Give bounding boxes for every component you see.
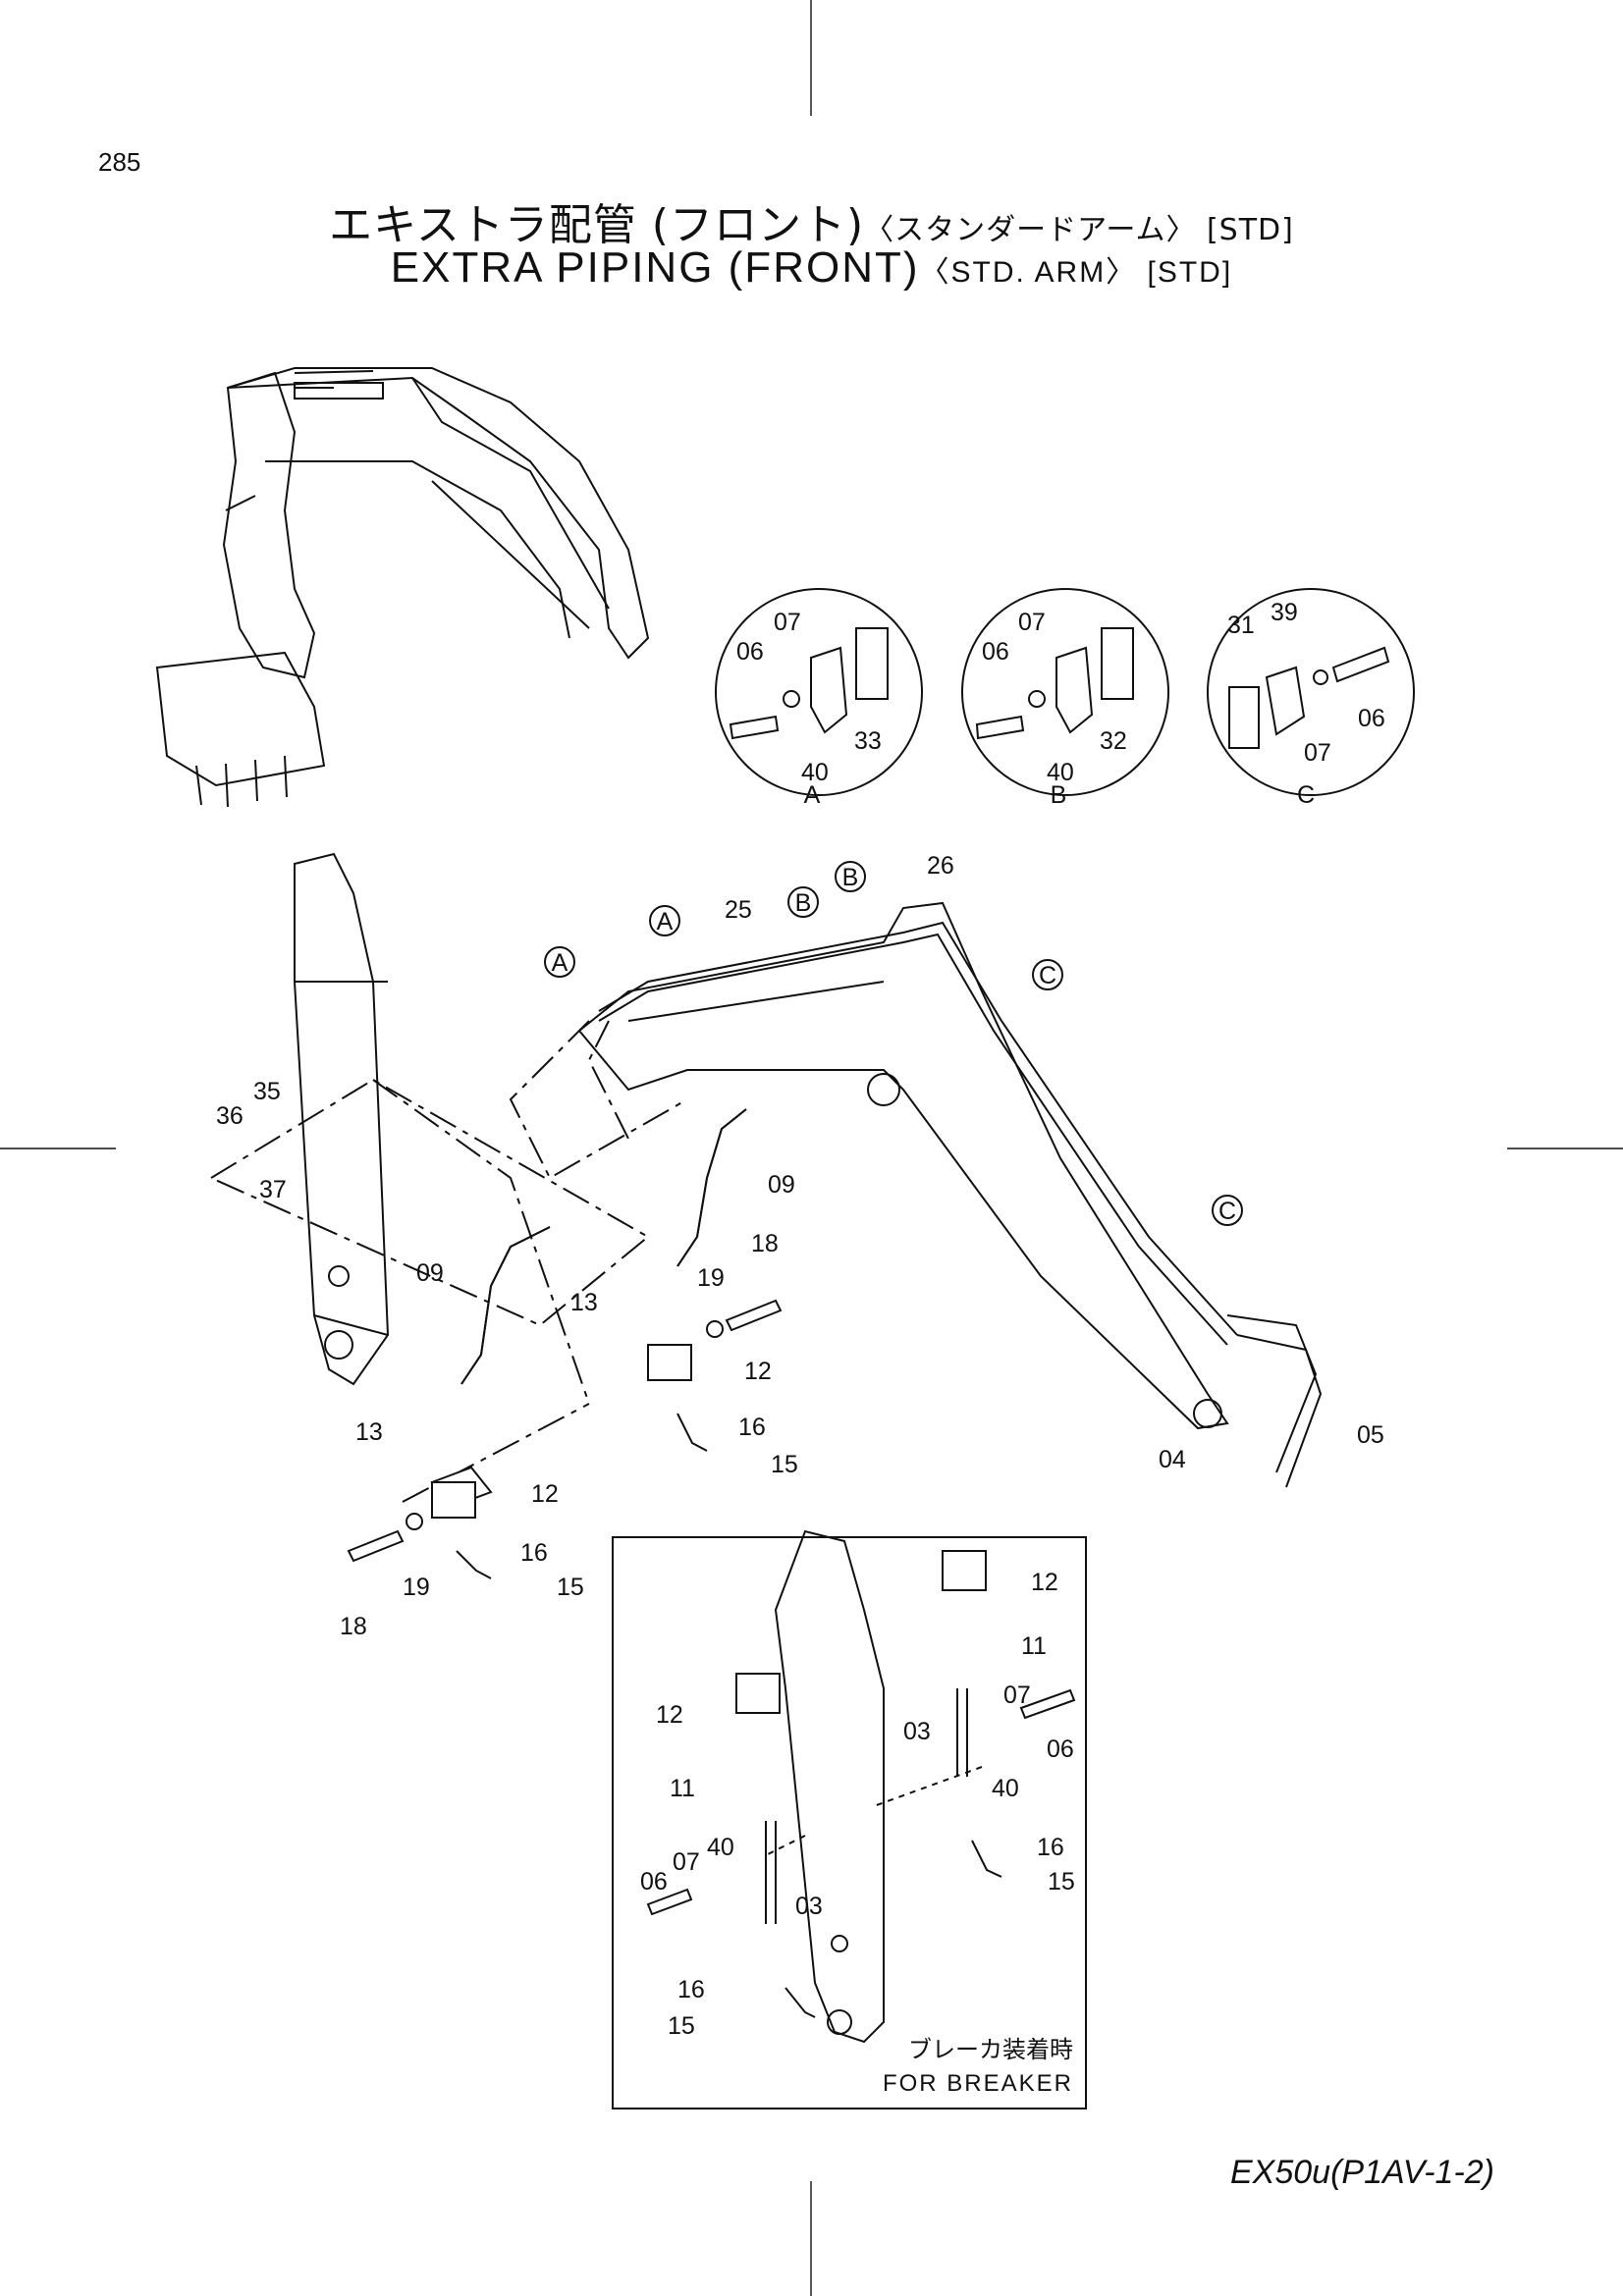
- svg-text:16: 16: [1037, 1834, 1064, 1861]
- title-en-sub: 〈STD. ARM〉 [STD]: [919, 256, 1233, 289]
- callout-b-2: B: [835, 861, 866, 892]
- breaker-part-labels: 12 12 11 11 03 03 07 06 40 16 15 07 40 0…: [640, 1569, 1075, 2040]
- boom-left: [294, 852, 390, 1386]
- svg-text:03: 03: [795, 1893, 823, 1920]
- callout-a-2: A: [649, 905, 680, 936]
- label-15a: 15: [771, 1451, 798, 1478]
- svg-text:11: 11: [1021, 1632, 1047, 1660]
- svg-text:15: 15: [1048, 1868, 1075, 1896]
- label-35: 35: [253, 1078, 281, 1105]
- label-16b: 16: [520, 1539, 548, 1567]
- svg-text:06: 06: [982, 638, 1009, 666]
- label-15b: 15: [557, 1574, 584, 1601]
- label-09a: 09: [416, 1259, 444, 1287]
- svg-text:06: 06: [1047, 1735, 1074, 1763]
- callout-c-1: C: [1032, 959, 1063, 990]
- svg-text:A: A: [552, 949, 568, 977]
- svg-text:40: 40: [992, 1775, 1019, 1802]
- svg-text:B: B: [795, 889, 812, 917]
- svg-text:07: 07: [1304, 739, 1331, 767]
- title-english: EXTRA PIPING (FRONT)〈STD. ARM〉 [STD]: [0, 243, 1623, 293]
- callout-a-1: A: [544, 946, 575, 978]
- excavator-front-overview: [155, 367, 650, 808]
- callout-c-2: C: [1212, 1195, 1243, 1226]
- breaker-inset-frame: ブレーカ装着時 FOR BREAKER: [612, 1536, 1087, 2109]
- detail-view-b: [961, 588, 1169, 796]
- label-18a: 18: [751, 1230, 779, 1257]
- detail-a-letter: A: [804, 781, 821, 809]
- detail-view-c: [1207, 588, 1415, 796]
- label-13b: 13: [355, 1418, 383, 1446]
- hose-09-left: [460, 1226, 551, 1385]
- breaker-label-en: FOR BREAKER: [882, 2070, 1073, 2097]
- svg-text:A: A: [657, 908, 674, 935]
- fittings-group-left: [347, 1466, 493, 1579]
- page-number: 285: [98, 147, 141, 177]
- fittings-group-right: [647, 1299, 783, 1452]
- label-05: 05: [1357, 1421, 1384, 1449]
- label-36: 36: [216, 1102, 243, 1130]
- label-37: 37: [259, 1176, 287, 1203]
- svg-text:40: 40: [1047, 759, 1074, 786]
- title-japanese: エキストラ配管 (フロント)〈スタンダードアーム〉 [STD]: [0, 189, 1623, 252]
- svg-text:15: 15: [668, 2012, 695, 2040]
- label-16a: 16: [738, 1414, 766, 1441]
- main-part-labels: 25 26 35 36 37 09 09 18 19 13 12 16 15 1…: [216, 852, 1384, 1640]
- title-en-main: EXTRA PIPING (FRONT): [390, 243, 920, 292]
- hose-09-right: [676, 1108, 747, 1267]
- svg-text:B: B: [842, 864, 859, 891]
- svg-text:03: 03: [903, 1718, 931, 1745]
- svg-text:C: C: [1039, 962, 1056, 989]
- arm-main: [577, 901, 1323, 1488]
- svg-text:12: 12: [1031, 1569, 1058, 1596]
- svg-text:11: 11: [670, 1775, 695, 1802]
- svg-text:06: 06: [736, 638, 764, 666]
- label-12b: 12: [531, 1480, 559, 1508]
- title-ja-main: エキストラ配管 (フロント): [329, 200, 865, 250]
- label-26: 26: [927, 852, 954, 880]
- svg-text:C: C: [1218, 1198, 1236, 1225]
- svg-text:31: 31: [1227, 612, 1255, 639]
- svg-text:07: 07: [774, 609, 801, 636]
- detail-c-letter: C: [1297, 781, 1315, 809]
- label-25: 25: [725, 896, 752, 924]
- svg-text:07: 07: [1003, 1682, 1031, 1709]
- svg-text:39: 39: [1271, 599, 1298, 626]
- model-code: EX50u(P1AV-1-2): [1230, 2154, 1494, 2191]
- label-18b: 18: [340, 1613, 367, 1640]
- svg-text:33: 33: [854, 727, 882, 755]
- callout-circles: A A B B C C A B C: [544, 781, 1315, 1226]
- detail-part-labels: 06 07 40 33 06 07 40 32 31 39 07 06: [736, 599, 1385, 786]
- projection-lines: [210, 1020, 688, 1503]
- label-09b: 09: [768, 1171, 795, 1199]
- label-19a: 19: [697, 1264, 725, 1292]
- label-19b: 19: [403, 1574, 430, 1601]
- svg-text:07: 07: [1018, 609, 1046, 636]
- detail-b-letter: B: [1051, 781, 1067, 809]
- svg-text:40: 40: [707, 1834, 734, 1861]
- label-12a: 12: [744, 1358, 772, 1385]
- label-13a: 13: [570, 1289, 598, 1316]
- callout-b-1: B: [787, 886, 819, 918]
- svg-text:06: 06: [640, 1868, 668, 1896]
- svg-text:06: 06: [1358, 705, 1385, 732]
- breaker-inset-drawing: [646, 1529, 1076, 2044]
- detail-view-a: [715, 588, 923, 796]
- label-04: 04: [1159, 1446, 1186, 1473]
- svg-text:07: 07: [673, 1848, 700, 1876]
- svg-text:32: 32: [1100, 727, 1127, 755]
- breaker-label-ja: ブレーカ装着時: [908, 2036, 1073, 2063]
- svg-text:40: 40: [801, 759, 829, 786]
- title-ja-sub: 〈スタンダードアーム〉 [STD]: [864, 213, 1294, 247]
- svg-text:12: 12: [656, 1701, 683, 1729]
- svg-text:16: 16: [677, 1976, 705, 2003]
